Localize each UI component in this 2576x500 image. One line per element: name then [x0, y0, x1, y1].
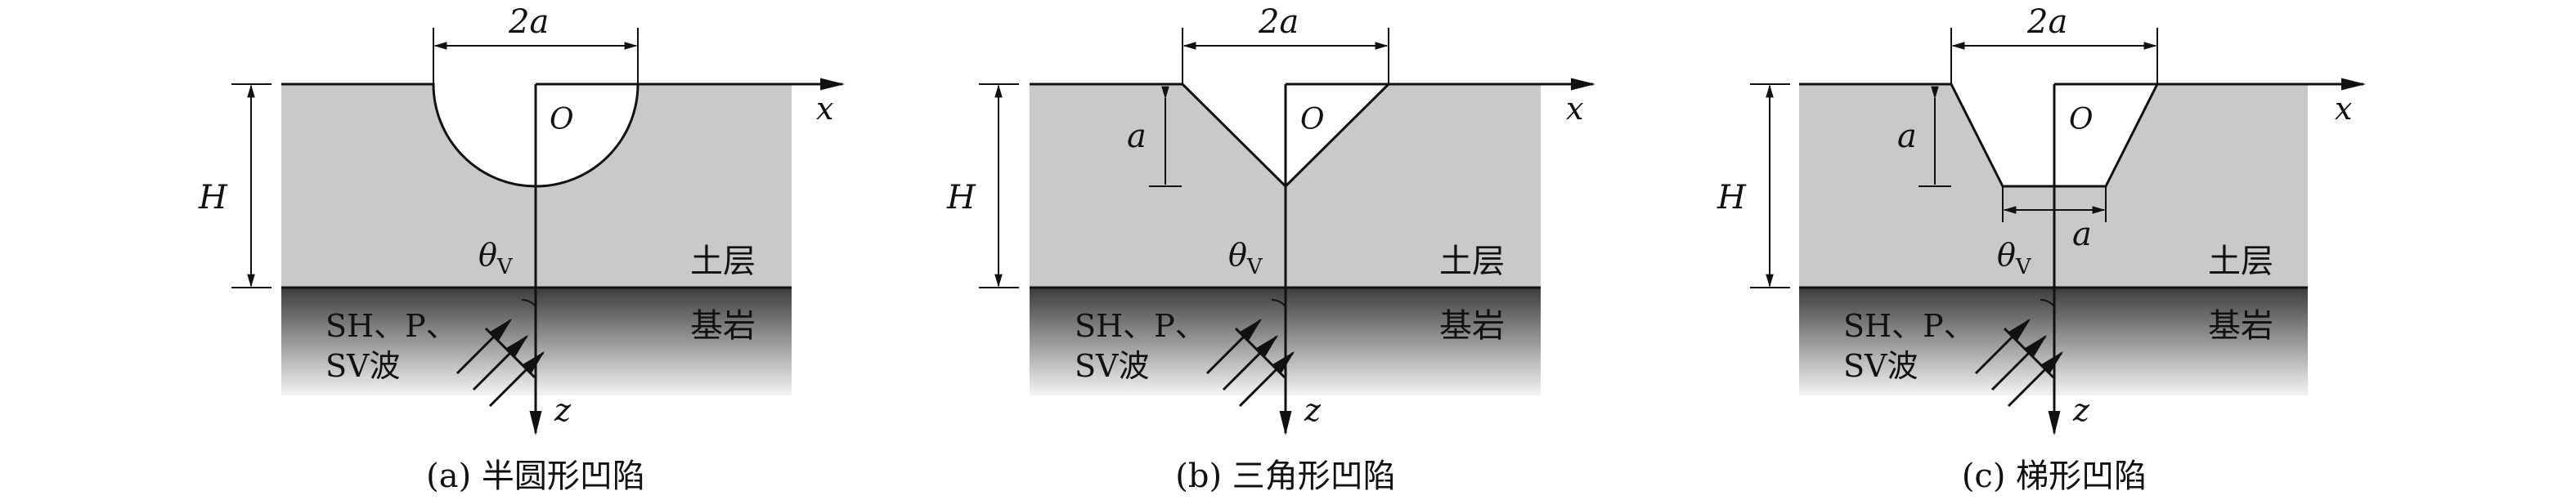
origin-label-a: O	[550, 103, 574, 136]
waves-label-a-2: SV波	[325, 348, 400, 384]
waves-label-c-1: SH、P、	[1843, 308, 1975, 344]
canyon-outline-b	[1030, 83, 1390, 189]
wave-arrow-3-a	[488, 350, 545, 408]
angle-label-b: θV	[1228, 237, 1263, 279]
width-label-a: 2a	[508, 3, 549, 41]
x-axis-label-c: x	[2335, 91, 2352, 127]
x-axis-label-b: x	[1566, 91, 1583, 127]
wave-arrow-3-b	[1238, 350, 1295, 408]
origin-label-c: O	[2069, 103, 2094, 136]
caption-a: (a) 半圆形凹陷	[426, 458, 645, 495]
a-label-b: a	[1127, 118, 1147, 155]
waves-label-b-2: SV波	[1075, 348, 1149, 384]
panel-b: O x z 2a a H θV SH、P、 SV波 土层 基岩 (b) 三角形凹…	[946, 3, 1595, 495]
caption-c: (c) 梯形凹陷	[1962, 458, 2147, 495]
a-label-c: a	[1897, 118, 1917, 155]
soil-layer-a	[281, 84, 792, 288]
angle-arc-c	[2040, 299, 2055, 307]
wavefront-a	[484, 327, 536, 379]
panel-c: O x z 2a a a H θV SH、P、 SV波 土层	[1717, 3, 2366, 495]
soil-label-a: 土层	[690, 243, 756, 280]
origin-label-b: O	[1300, 103, 1325, 136]
soil-layer-b	[1030, 84, 1541, 288]
wave-arrow-3-c	[2007, 350, 2064, 408]
caption-b: (b) 三角形凹陷	[1175, 458, 1396, 495]
panel-a: O x z 2a H θV SH、P、 SV波 土层 基岩 (a) 半圆形凹陷	[198, 3, 845, 495]
waves-label-b-1: SH、P、	[1075, 308, 1206, 344]
wave-arrow-2-a	[472, 334, 529, 391]
width-label-c: 2a	[2026, 3, 2067, 41]
rock-label-c: 基岩	[2208, 307, 2273, 345]
wavefront-c	[2003, 327, 2055, 379]
x-axis-label-a: x	[816, 91, 833, 127]
width-label-b: 2a	[1258, 3, 1299, 41]
h-label-b: H	[946, 179, 976, 217]
wavefront-b	[1234, 327, 1286, 379]
waves-label-a-1: SH、P、	[325, 308, 457, 344]
rock-label-a: 基岩	[690, 307, 756, 345]
waves-label-c-2: SV波	[1843, 348, 1918, 384]
canyon-outline-a	[281, 83, 640, 188]
wave-arrow-2-b	[1222, 334, 1279, 391]
z-axis-label-b: z	[1304, 392, 1322, 428]
h-label-a: H	[198, 179, 228, 217]
angle-label-c: θV	[1997, 237, 2032, 279]
h-label-c: H	[1717, 179, 1747, 217]
angle-arc-b	[1271, 299, 1286, 307]
z-axis-label-a: z	[554, 392, 572, 428]
wave-arrow-1-b	[1205, 318, 1263, 375]
wave-arrow-2-c	[1990, 334, 2048, 391]
soil-label-c: 土层	[2208, 243, 2273, 280]
wave-arrow-1-c	[1974, 318, 2031, 375]
soil-layer-c	[1799, 84, 2308, 288]
rock-label-b: 基岩	[1439, 307, 1505, 345]
angle-arc-a	[521, 299, 536, 307]
angle-label-a: θV	[478, 237, 514, 279]
z-axis-label-c: z	[2072, 392, 2090, 428]
wave-arrow-1-a	[456, 318, 513, 375]
soil-label-b: 土层	[1439, 243, 1505, 280]
bottom-width-label-c: a	[2072, 216, 2092, 253]
